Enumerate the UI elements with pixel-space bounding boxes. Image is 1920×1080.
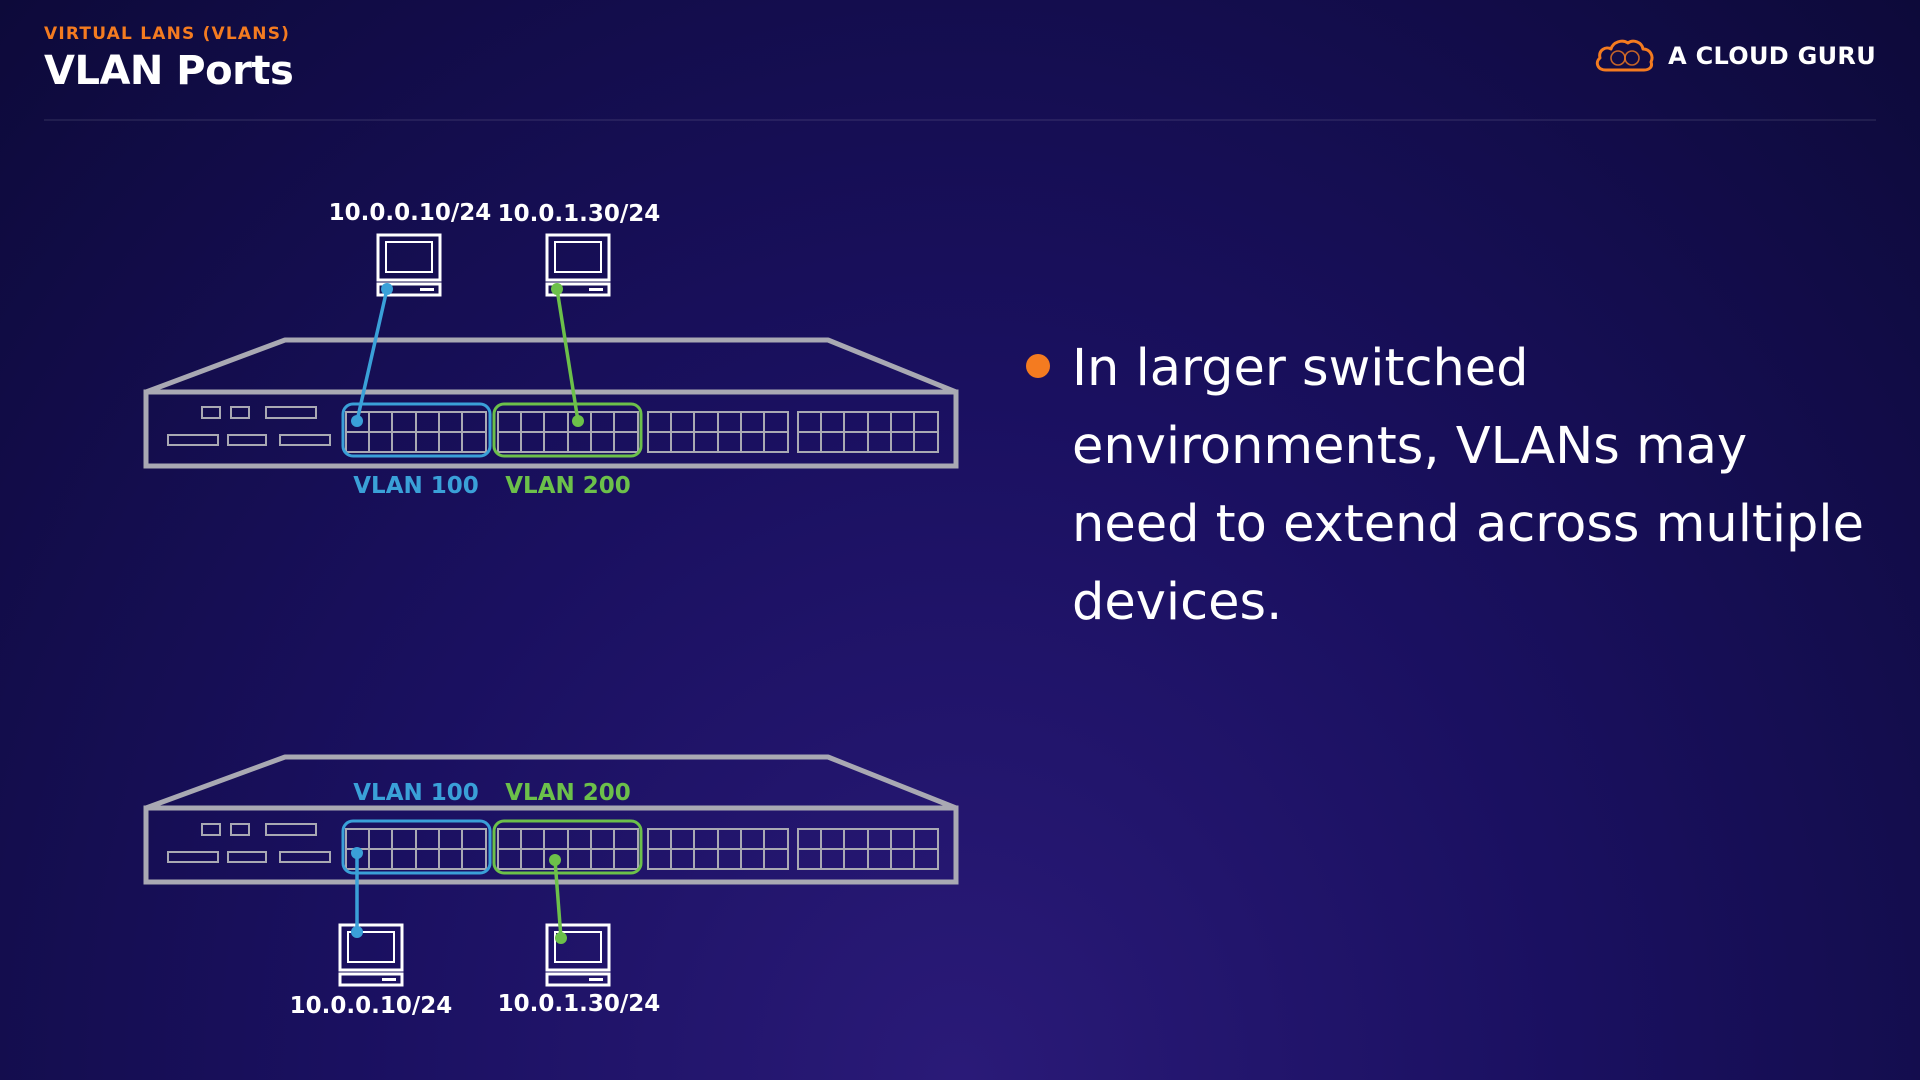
top-port-block-2 <box>497 411 639 453</box>
bottom-port-block-1 <box>345 828 487 870</box>
slide-header: VIRTUAL LANS (VLANS) VLAN Ports <box>44 24 294 94</box>
top-host-b <box>545 233 611 297</box>
top-host-a <box>376 233 442 297</box>
bottom-switch <box>143 754 959 885</box>
bullet-item: In larger switched environments, VLANs m… <box>1026 330 1886 642</box>
brand-name: A CLOUD GURU <box>1668 42 1876 70</box>
bottom-vlan100-label: VLAN 100 <box>353 780 479 806</box>
monitor-icon <box>338 923 404 972</box>
bottom-host-b <box>545 923 611 987</box>
bottom-switch-indicators <box>167 823 331 863</box>
monitor-icon <box>376 233 442 282</box>
bottom-switch-body <box>143 805 959 885</box>
bottom-port-block-4 <box>797 828 939 870</box>
bottom-vlan200-link-end-host <box>555 932 567 944</box>
top-vlan200-group <box>492 402 643 458</box>
top-port-block-3 <box>647 411 789 453</box>
brand-logo: A CLOUD GURU <box>1592 36 1876 76</box>
cloud-logo-icon <box>1595 39 1654 72</box>
top-switch-indicators <box>167 406 331 446</box>
top-switch-lid <box>145 337 957 395</box>
top-host-b-ip: 10.0.1.30/24 <box>498 201 661 227</box>
monitor-icon <box>545 233 611 282</box>
bullet-dot-icon <box>1026 354 1050 378</box>
top-vlan200-link <box>555 288 580 422</box>
bottom-vlan200-label: VLAN 200 <box>505 780 631 806</box>
bottom-port-block-3 <box>647 828 789 870</box>
top-vlan200-link-end-port <box>572 415 584 427</box>
top-switch <box>143 337 959 469</box>
top-vlan100-link-end-host <box>381 283 393 295</box>
top-port-block-1 <box>345 411 487 453</box>
top-vlan100-link <box>355 288 389 422</box>
bottom-vlan200-link-end-port <box>549 854 561 866</box>
bottom-switch-lid <box>145 754 957 811</box>
bottom-vlan200-group <box>492 819 643 875</box>
bullet-text: In larger switched environments, VLANs m… <box>1072 339 1864 632</box>
page-title: VLAN Ports <box>44 48 294 94</box>
top-vlan200-link-end-host <box>551 283 563 295</box>
header-divider <box>44 119 1876 121</box>
top-vlan200-label: VLAN 200 <box>505 473 631 499</box>
monitor-icon <box>545 923 611 972</box>
bottom-vlan100-link-end-host <box>351 926 363 938</box>
top-switch-body <box>143 389 959 469</box>
section-kicker: VIRTUAL LANS (VLANS) <box>44 24 291 44</box>
bottom-port-block-2 <box>497 828 639 870</box>
top-port-block-4 <box>797 411 939 453</box>
top-vlan100-group <box>341 402 492 458</box>
bottom-host-a <box>338 923 404 987</box>
top-host-a-ip: 10.0.0.10/24 <box>329 200 492 226</box>
bottom-host-a-ip: 10.0.0.10/24 <box>290 993 453 1019</box>
bullet-list: In larger switched environments, VLANs m… <box>1026 330 1886 642</box>
bottom-host-b-ip: 10.0.1.30/24 <box>498 991 661 1017</box>
top-vlan100-link-end-port <box>351 415 363 427</box>
bottom-vlan200-link <box>553 859 563 939</box>
bottom-vlan100-group <box>341 819 492 875</box>
top-vlan100-label: VLAN 100 <box>353 473 479 499</box>
bottom-vlan100-link-end-port <box>351 847 363 859</box>
